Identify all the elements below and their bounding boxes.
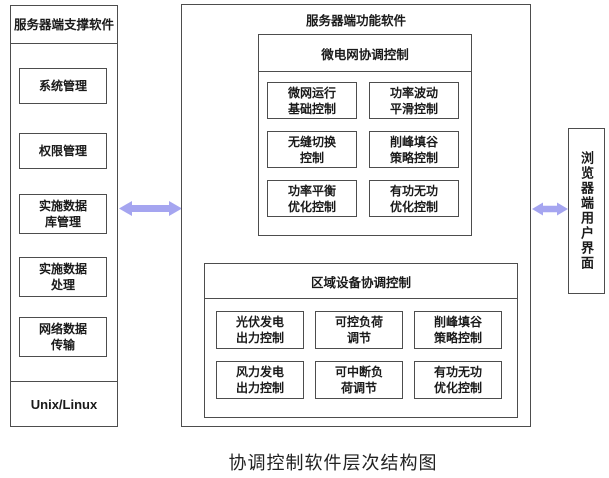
- diagram-caption: 协调控制软件层次结构图: [228, 453, 438, 473]
- browser-ui-label: 浏览器端用户界面: [579, 151, 594, 271]
- pv-generation-output-control-box: 光伏发电 出力控制: [216, 311, 304, 349]
- left-double-arrow-shape: [119, 201, 182, 216]
- unix-linux-label: Unix/Linux: [30, 396, 98, 412]
- microgrid-coordination-title: 微电网协调控制: [259, 35, 471, 72]
- microgrid-basic-control-box: 微网运行 基础控制: [267, 82, 357, 119]
- microgrid-coordination-panel: 微电网协调控制 微网运行 基础控制 功率波动 平滑控制 无缝切换 控制 削峰填谷…: [258, 34, 472, 236]
- peak-shaving-strategy-box-2: 削峰填谷 策略控制: [414, 311, 502, 349]
- system-management-box: 系统管理: [19, 68, 107, 104]
- regional-device-coordination-panel: 区域设备协调控制 光伏发电 出力控制 可控负荷 调节 削峰填谷 策略控制 风力发…: [204, 263, 518, 418]
- server-support-panel: 服务器端支撑软件 系统管理 权限管理 实施数据 库管理 实施数据 处理 网络数据…: [10, 5, 118, 427]
- power-fluctuation-smoothing-box: 功率波动 平滑控制: [369, 82, 459, 119]
- interruptible-load-regulation-box: 可中断负 荷调节: [315, 361, 403, 399]
- peak-shaving-strategy-box: 削峰填谷 策略控制: [369, 131, 459, 168]
- left-panel-divider: [11, 381, 117, 382]
- seamless-switch-control-box: 无缝切换 控制: [267, 131, 357, 168]
- left-double-arrow-icon: [119, 201, 182, 216]
- power-balance-optimization-box: 功率平衡 优化控制: [267, 180, 357, 217]
- regional-device-coordination-grid: 光伏发电 出力控制 可控负荷 调节 削峰填谷 策略控制 风力发电 出力控制 可中…: [205, 299, 517, 411]
- active-reactive-optimization-box-2: 有功无功 优化控制: [414, 361, 502, 399]
- controllable-load-regulation-box: 可控负荷 调节: [315, 311, 403, 349]
- active-reactive-optimization-box: 有功无功 优化控制: [369, 180, 459, 217]
- right-double-arrow-icon: [532, 202, 568, 216]
- network-data-transfer-box: 网络数据 传输: [19, 317, 107, 357]
- realtime-data-processing-box: 实施数据 处理: [19, 257, 107, 297]
- realtime-database-management-box: 实施数据 库管理: [19, 194, 107, 234]
- browser-ui-box: 浏览器端用户界面: [568, 128, 605, 294]
- server-function-panel-title: 服务器端功能软件: [305, 14, 406, 28]
- wind-generation-output-control-box: 风力发电 出力控制: [216, 361, 304, 399]
- microgrid-coordination-grid: 微网运行 基础控制 功率波动 平滑控制 无缝切换 控制 削峰填谷 策略控制 功率…: [259, 72, 471, 227]
- regional-device-coordination-title: 区域设备协调控制: [205, 264, 517, 299]
- server-function-panel: 服务器端功能软件 微电网协调控制 微网运行 基础控制 功率波动 平滑控制 无缝切…: [181, 4, 531, 427]
- right-double-arrow-shape: [532, 202, 568, 216]
- permission-management-box: 权限管理: [19, 133, 107, 169]
- server-support-panel-title: 服务器端支撑软件: [11, 6, 117, 44]
